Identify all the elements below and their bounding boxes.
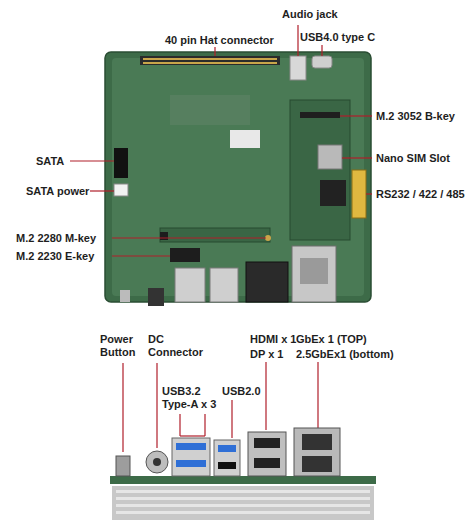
- port-label: USB3.2 Type-A x 3: [162, 385, 220, 411]
- connector-label: 40 pin Hat connector: [165, 34, 274, 47]
- port-label: GbEx 1 (TOP): [296, 333, 367, 346]
- connector-label: Audio jack: [282, 8, 338, 21]
- connector-label: SATA: [36, 155, 64, 168]
- port-label: HDMI x 1: [250, 333, 296, 346]
- connector-label: SATA power: [26, 185, 89, 198]
- port-label: DP x 1: [250, 348, 283, 361]
- slot-label: M.2 2230 E-key: [16, 250, 94, 263]
- connector-label: DC Connector: [148, 333, 210, 359]
- slot-label: M.2 3052 B-key: [376, 110, 455, 123]
- slot-label: Nano SIM Slot: [376, 152, 450, 165]
- port-label: RS232 / 422 / 485: [376, 188, 465, 201]
- port-label: 2.5GbEx1 (bottom): [296, 348, 394, 361]
- port-label: USB2.0: [222, 385, 261, 398]
- slot-label: M.2 2280 M-key: [16, 232, 96, 245]
- connector-label: USB4.0 type C: [300, 31, 375, 44]
- button-label: Power Button: [100, 333, 146, 359]
